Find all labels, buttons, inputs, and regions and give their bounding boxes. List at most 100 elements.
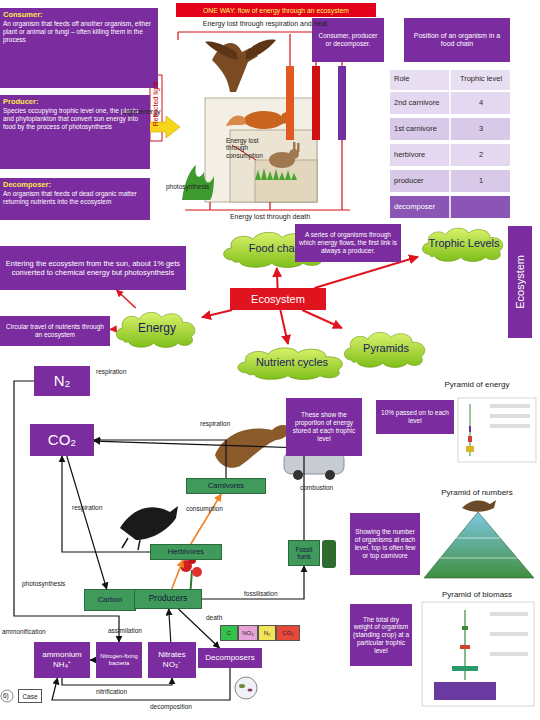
topic-cloud: Nutrient cycles [232,344,352,380]
compound-box: NitratesNO₃⁻ [148,642,196,678]
bacteria-box: Nitrogen-fixing bacteria [96,642,142,678]
cloud-outline [345,332,425,367]
annotation: 1 [452,177,510,186]
note-box: Entering the ecosystem from the sun, abo… [0,246,186,290]
car-wheel [293,470,303,480]
node-content: CO₂ [30,424,94,456]
node-heading: Consumer: [3,10,155,19]
carbon-store-box: Fossil fuels [288,540,320,566]
node-content: ammoniumNH₄⁺ [34,642,90,678]
node-text: Producers [149,594,188,603]
node-text: Case [22,693,37,700]
node-content: These show the proportion of energy stor… [286,398,362,456]
flower [192,567,202,577]
node-content: Pyramids [340,328,432,368]
gas-box: N₂ [34,366,90,396]
case-box: Case [18,689,42,703]
pyramid-level [440,558,518,559]
node-content: Position of an organism in a food chain [404,18,510,62]
node-content: Consumer:An organism that feeds off anot… [0,8,158,88]
node-content: Showing the number of organisms at each … [350,513,420,575]
energy-chart [458,398,536,462]
element-box: NO₃ [238,625,258,641]
cloud-outline [238,348,343,380]
definition-box: A series of organisms through which ener… [295,224,401,262]
numbers-pyramid [424,512,534,578]
organism-box: Decomposers [198,648,262,668]
annotation: 4 [452,99,510,108]
connector [191,494,221,544]
energy-bar [469,426,471,432]
node-text: Showing the number of organisms at each … [353,528,417,559]
death-loss-line [269,202,270,210]
node-content: NitratesNO₃⁻ [148,642,196,678]
node-text: Nitrogen-fixing bacteria [99,653,139,667]
node-text: An organism that feeds off another organ… [3,20,155,43]
annotation: combustion [300,484,333,491]
node-text: Herbivores [168,548,204,556]
node-content: Nutrient cycles [232,344,352,380]
death-loss-line [341,140,342,210]
node-text: Nitrates [158,650,186,660]
element-box: N₂ [258,625,276,641]
biomass-bar [452,666,478,671]
biomass-bar [460,645,470,649]
node-content: Decomposer:An organism that feeds of dea… [0,178,150,220]
node-content: The total dry weight of organism (standi… [350,604,412,666]
energy-bar [338,66,346,140]
node-text: Pyramids [363,342,409,354]
trophic-table [390,70,510,218]
annotation: Pyramid of energy [422,380,532,389]
node-text: Ecosystem [514,255,526,309]
connector [276,268,279,288]
annotation: respiration [96,368,126,375]
node-content: Carbon [85,590,135,610]
note-box: The total dry weight of organism (standi… [350,604,412,666]
node-text: ammonium [42,650,82,660]
node-text: Consumer, producer or decomposer. [315,32,381,48]
node-text: N₂ [54,372,71,390]
node-text: C [227,630,231,636]
node-heading: Producer: [3,97,147,106]
annotation: producer [394,177,450,186]
car-wheel [325,470,335,480]
node-content: NO₃ [239,626,257,640]
grass [255,168,297,180]
node-text: NH₄⁺ [53,660,71,670]
annotation: Trophic level [452,75,510,84]
node-text: These show the proportion of energy stor… [289,411,359,442]
biomass-note [490,632,528,636]
note-box: These show the proportion of energy stor… [286,398,362,456]
trophic-step [205,98,317,202]
annotation: 2nd carnivore [394,99,450,108]
node-content: Entering the ecosystem from the sun, abo… [0,246,186,290]
connector [302,310,342,328]
heat-loss-line [289,34,290,66]
annotation: 3 [452,125,510,134]
topic-cloud: Pyramids [340,328,432,368]
energy-chart-note [490,404,530,408]
topic-cloud: Energy [112,308,202,348]
title-banner: ONE WAY: flow of energy through an ecosy… [176,3,376,17]
element-box: C [220,625,238,641]
node-text: Carbon [98,596,123,604]
note-box: Position of an organism in a food chain [404,18,510,62]
annotation: respiration [200,420,230,427]
node-content: Carnivores [187,479,265,493]
carbon-store-box: Carbon [84,589,136,611]
biomass-note [490,652,528,656]
annotation: 2 [452,151,510,160]
annotation: herbivore [394,151,450,160]
organism-box: Carnivores [186,478,266,494]
pyramid-bird [462,500,496,512]
plant [182,165,214,200]
energy-bar [466,446,474,452]
bird [120,506,178,540]
weasel [215,425,292,468]
microbe [239,684,245,688]
fox-tail [226,116,246,126]
node-text: A series of organisms through which ener… [298,231,398,254]
node-text: Trophic Levels [428,237,499,249]
definition-box: Decomposer:An organism that feeds of dea… [0,178,150,220]
rabbit-ear [293,142,296,152]
